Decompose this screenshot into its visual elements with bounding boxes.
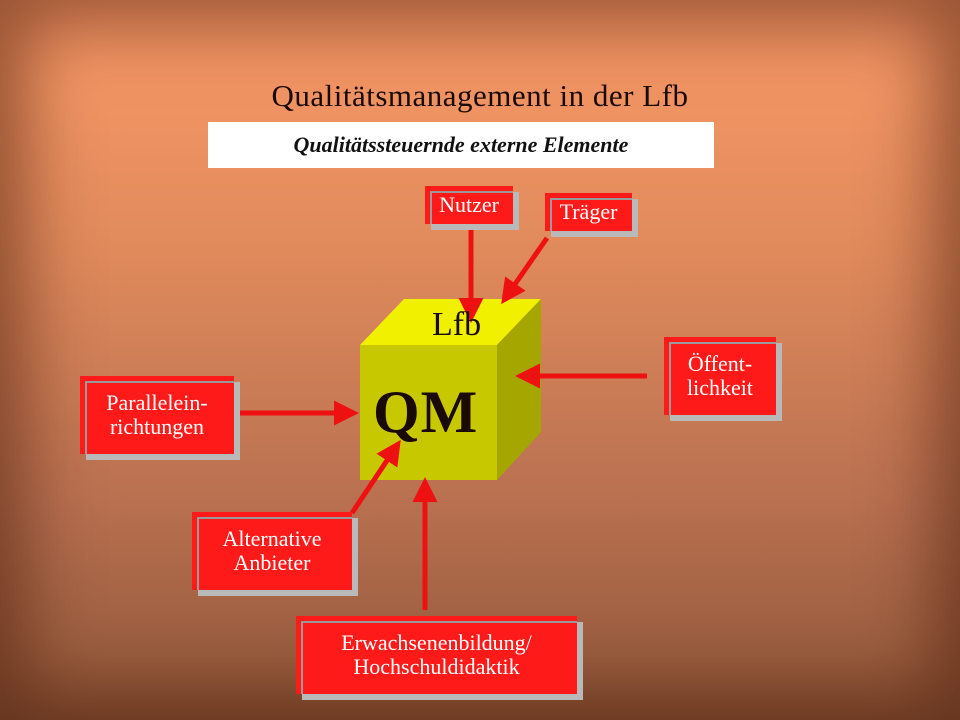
arrow-traeger xyxy=(501,236,550,305)
arrow-alternative xyxy=(349,439,401,515)
element-oeffentlichkeit: Öffent- lichkeit xyxy=(664,337,776,415)
cube-top-label: Lfb xyxy=(432,306,482,343)
subtitle-banner: Qualitätssteuernde externe Elemente xyxy=(208,122,714,168)
element-parallel: Parallelein- richtungen xyxy=(80,376,234,454)
element-traeger-label: Träger xyxy=(559,199,618,224)
cube-center-label: QM xyxy=(373,379,479,445)
slide-title: Qualitätsmanagement in der Lfb xyxy=(271,78,689,113)
element-oeffentlichkeit-label: Öffent- lichkeit xyxy=(687,351,753,400)
element-alternative-label: Alternative Anbieter xyxy=(222,526,322,575)
element-traeger: Träger xyxy=(545,193,632,231)
qm-cube xyxy=(360,299,541,480)
element-alternative: Alternative Anbieter xyxy=(192,512,352,590)
subtitle-text: Qualitätssteuernde externe Elemente xyxy=(293,132,629,157)
cube-side-face xyxy=(497,299,541,480)
element-erwachsenen: Erwachsenenbildung/ Hochschuldidaktik xyxy=(296,616,577,694)
cube-top-face xyxy=(360,299,541,345)
element-parallel-label: Parallelein- richtungen xyxy=(106,390,208,439)
element-nutzer-label: Nutzer xyxy=(439,192,499,217)
element-erwachsenen-label: Erwachsenenbildung/ Hochschuldidaktik xyxy=(341,630,532,679)
element-nutzer: Nutzer xyxy=(425,186,513,224)
arrows xyxy=(240,230,647,610)
